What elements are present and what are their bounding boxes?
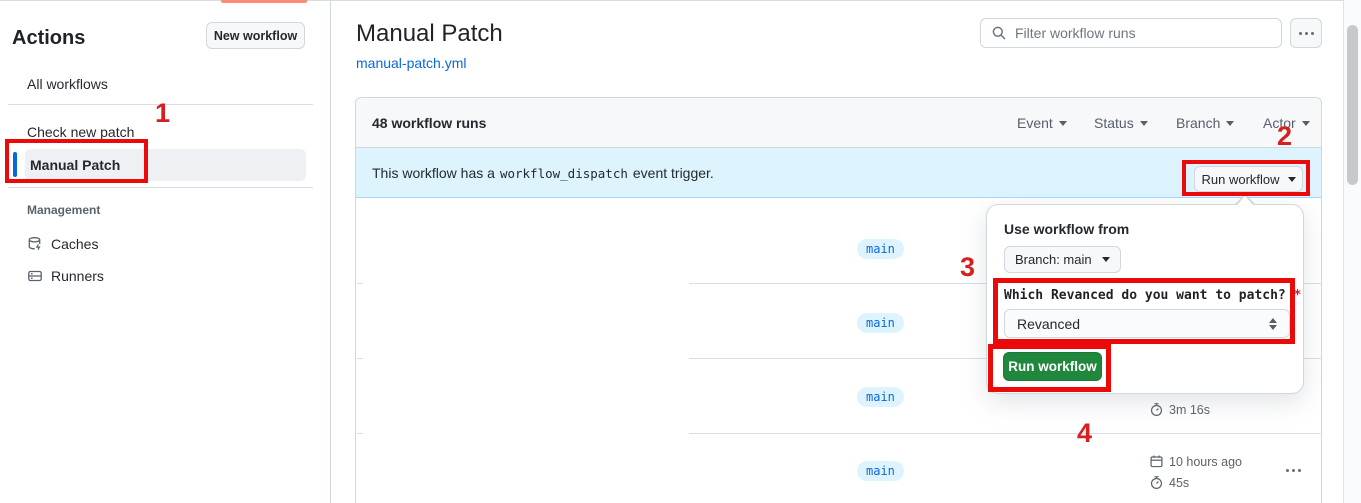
- row-divider: [357, 358, 363, 359]
- use-workflow-from-label: Use workflow from: [1004, 221, 1130, 237]
- input-label-text: Which Revanced do you want to patch?: [1004, 288, 1286, 303]
- search-icon: [991, 25, 1007, 41]
- scrollbar-border: [1343, 0, 1344, 503]
- stopwatch-icon: [1149, 475, 1164, 490]
- revanced-select[interactable]: Revanced: [1004, 309, 1290, 338]
- runs-list-header: 48 workflow runs Event Status Branch Act…: [356, 98, 1321, 148]
- filter-actor[interactable]: Actor: [1263, 98, 1310, 148]
- branch-badge[interactable]: main: [857, 387, 904, 407]
- filter-label: Actor: [1263, 115, 1296, 131]
- branch-selector-label: Branch: main: [1015, 252, 1092, 267]
- selected-item-indicator: [13, 152, 17, 177]
- filter-branch[interactable]: Branch: [1176, 98, 1235, 148]
- select-value: Revanced: [1017, 315, 1081, 332]
- cache-icon: [27, 236, 43, 252]
- annotation-step-4: 4: [1077, 418, 1093, 448]
- banner-text-after: event trigger.: [632, 165, 714, 181]
- filter-label: Branch: [1176, 115, 1221, 131]
- server-icon: [27, 268, 43, 284]
- run-workflow-submit-button[interactable]: Run workflow: [1003, 352, 1102, 381]
- chevron-down-icon: [1287, 176, 1296, 182]
- duration-text: 45s: [1169, 475, 1190, 490]
- run-age: 10 hours ago: [1149, 454, 1242, 469]
- sidebar-title: Actions: [12, 27, 86, 49]
- filter-label: Event: [1017, 115, 1053, 131]
- workflow-input-label: Which Revanced do you want to patch? *: [1004, 288, 1301, 303]
- management-section-label: Management: [27, 203, 101, 217]
- sidebar-item-label: Manual Patch: [30, 157, 121, 173]
- row-divider: [689, 433, 1322, 434]
- select-chevrons-icon: [1269, 317, 1277, 330]
- chevron-down-icon: [1301, 120, 1310, 126]
- filter-label: Status: [1094, 115, 1134, 131]
- search-input[interactable]: [1015, 25, 1271, 41]
- chevron-down-icon: [1226, 120, 1235, 126]
- popover-caret: [1237, 196, 1253, 205]
- chevron-down-icon: [1139, 120, 1148, 126]
- sidebar-divider: [8, 104, 313, 105]
- chevron-down-icon: [1058, 120, 1067, 126]
- run-workflow-popover: Use workflow from Branch: main Which Rev…: [986, 204, 1304, 394]
- workflow-file-link[interactable]: manual-patch.yml: [356, 55, 467, 71]
- workflow-options-button[interactable]: [1290, 18, 1322, 48]
- sidebar-item-label: Caches: [51, 236, 99, 252]
- branch-badge[interactable]: main: [857, 239, 904, 259]
- row-divider: [357, 433, 363, 434]
- run-duration: 45s: [1149, 475, 1189, 490]
- workflow-runs-list: 48 workflow runs Event Status Branch Act…: [355, 97, 1322, 503]
- sidebar-item-label: Runners: [51, 268, 104, 284]
- annotation-step-1: 1: [155, 98, 171, 128]
- page-title: Manual Patch: [356, 20, 503, 47]
- filter-status[interactable]: Status: [1094, 98, 1148, 148]
- age-text: 10 hours ago: [1169, 454, 1242, 469]
- calendar-icon: [1149, 454, 1164, 469]
- filter-runs-searchbox[interactable]: [980, 18, 1282, 48]
- run-workflow-label: Run workflow: [1201, 171, 1280, 187]
- sidebar-item-label: All workflows: [27, 76, 108, 92]
- actions-tab-underline: [221, 0, 307, 3]
- new-workflow-button[interactable]: New workflow: [206, 22, 305, 49]
- required-asterisk: *: [1293, 288, 1302, 303]
- banner-text: This workflow has a workflow_dispatch ev…: [372, 148, 714, 198]
- sidebar-item-manual-patch[interactable]: Manual Patch: [25, 149, 306, 181]
- run-duration: 3m 16s: [1149, 402, 1210, 417]
- sidebar-item-caches[interactable]: Caches: [23, 230, 313, 258]
- kebab-icon: [1285, 468, 1301, 472]
- banner-text-before: This workflow has a: [372, 165, 495, 181]
- top-nav-divider: [0, 0, 1361, 1]
- run-workflow-dropdown-button[interactable]: Run workflow: [1194, 166, 1303, 192]
- annotation-step-3: 3: [960, 252, 976, 282]
- annotation-step-2: 2: [1277, 121, 1293, 151]
- duration-text: 3m 16s: [1169, 402, 1210, 417]
- workflow-dispatch-banner: This workflow has a workflow_dispatch ev…: [356, 148, 1321, 198]
- sidebar-divider: [8, 187, 313, 188]
- kebab-icon: [1298, 31, 1314, 35]
- run-options-button[interactable]: [1280, 460, 1306, 480]
- sidebar-item-all-workflows[interactable]: All workflows: [14, 69, 306, 99]
- row-divider: [357, 283, 363, 284]
- chevron-down-icon: [1101, 257, 1110, 262]
- branch-selector-button[interactable]: Branch: main: [1004, 246, 1121, 273]
- sidebar-item-check-new-patch[interactable]: Check new patch: [14, 117, 306, 147]
- runs-count: 48 workflow runs: [372, 115, 487, 131]
- sidebar-main-divider: [330, 0, 331, 503]
- sidebar-item-label: Check new patch: [27, 124, 135, 140]
- filter-event[interactable]: Event: [1017, 98, 1067, 148]
- sidebar-item-runners[interactable]: Runners: [23, 262, 313, 290]
- branch-badge[interactable]: main: [857, 313, 904, 333]
- branch-badge[interactable]: main: [857, 461, 904, 481]
- stopwatch-icon: [1149, 402, 1164, 417]
- banner-code: workflow_dispatch: [499, 165, 628, 181]
- scrollbar-thumb[interactable]: [1347, 25, 1358, 185]
